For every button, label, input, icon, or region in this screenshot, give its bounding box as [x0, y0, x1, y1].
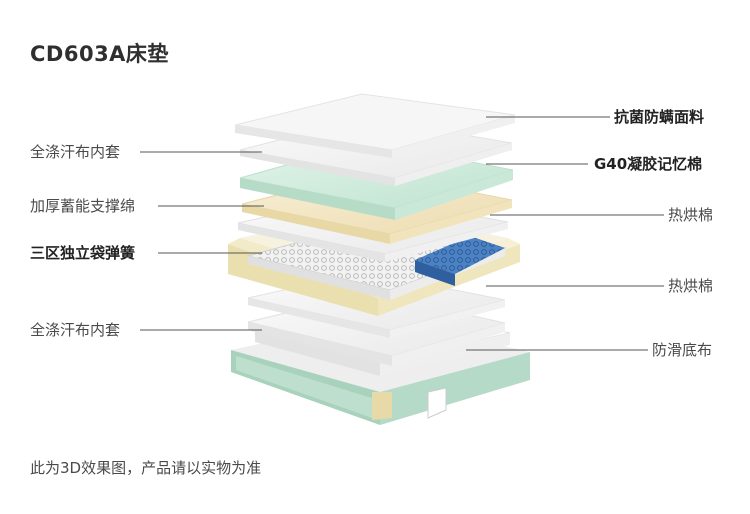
leader-lines-right — [466, 116, 664, 351]
label-hot-bake-cotton-2: 热烘棉 — [668, 277, 714, 295]
label-hot-bake-cotton-1: 热烘棉 — [668, 206, 714, 224]
label-antislip-base: 防滑底布 — [652, 341, 713, 359]
page-title: CD603A床垫 — [30, 42, 169, 66]
antimite-fabric-layer — [234, 93, 516, 158]
label-g40-memory-foam: G40凝胶记忆棉 — [594, 155, 703, 173]
disclaimer-footnote: 此为3D效果图，产品请以实物为准 — [30, 459, 262, 477]
label-inner-cover-top: 全涤汗布内套 — [30, 143, 121, 161]
leader-lines-left — [140, 151, 264, 331]
label-support-cotton: 加厚蓄能支撑绵 — [30, 197, 136, 215]
label-inner-cover-bottom: 全涤汗布内套 — [30, 321, 121, 339]
label-antimite-fabric: 抗菌防螨面料 — [614, 108, 705, 126]
label-pocket-springs: 三区独立袋弹簧 — [30, 244, 136, 262]
